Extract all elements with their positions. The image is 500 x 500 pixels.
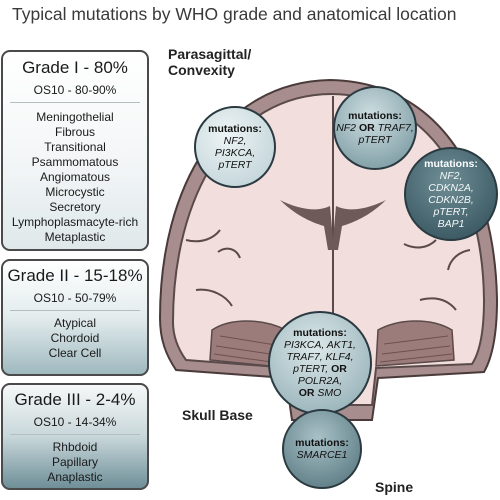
mutation-gene: POLR2A, <box>297 375 343 387</box>
mutation-bubble-parasagittal: mutations: NF2 OR TRAF7, pTERT <box>333 86 417 170</box>
mutation-gene-line: OR SMO <box>299 387 342 399</box>
subtype: Fibrous <box>54 125 95 139</box>
grade-2-header: Grade II - 15-18% <box>7 266 143 285</box>
grade-3-os10: OS10 - 14-34% <box>33 415 117 429</box>
mutation-bubble-skull-base: mutations: PI3KCA, AKT1, TRAF7, KLF4, pT… <box>268 311 372 415</box>
subtype: Meningothelial <box>36 110 114 124</box>
or-word: OR <box>298 387 315 399</box>
mutation-header: mutations: <box>208 123 262 135</box>
mutation-header: mutations: <box>293 327 347 339</box>
sulcus <box>217 247 241 259</box>
grade-2-divider <box>10 310 140 311</box>
sulcus <box>447 249 471 271</box>
subtype: Anaplastic <box>47 470 103 484</box>
mutation-gene: NF2, <box>439 170 463 182</box>
page-title: Typical mutations by WHO grade and anato… <box>12 4 457 24</box>
lateral-ventricles <box>280 200 386 250</box>
mutation-gene: TRAF7, KLF4, <box>286 351 354 363</box>
subtype: Psammomatous <box>31 155 119 169</box>
grade-2-os10: OS10 - 50-79% <box>33 291 117 305</box>
mutation-gene-line: pTERT, OR <box>293 363 347 375</box>
or-word: OR <box>358 122 375 134</box>
subtype: Papillary <box>51 455 99 469</box>
mutation-header: mutations: <box>348 110 402 122</box>
subtype: Microcystic <box>45 185 105 199</box>
mutation-bubble-convexity-right: mutations: NF2, CDKN2A, CDKN2B, pTERT, B… <box>404 147 498 241</box>
mutation-gene: PI3KCA, AKT1, <box>284 339 356 351</box>
cerebellum-fold <box>379 335 453 363</box>
sulcus <box>185 229 221 243</box>
subtype: Metaplastic <box>44 230 106 244</box>
grade-2-subtypes: Atypical Chordoid Clear Cell <box>3 316 147 361</box>
subtype: Rhbdoid <box>52 440 98 454</box>
subtype: Clear Cell <box>48 346 102 360</box>
subtype: Chordoid <box>50 331 100 345</box>
grade-1-header: Grade I - 80% <box>22 58 128 77</box>
or-word: OR <box>331 363 347 375</box>
mutation-gene: pTERT, <box>433 206 469 218</box>
mutation-header: mutations: <box>424 158 478 170</box>
label-parasagittal-line1: Parasagittal/ <box>168 46 252 62</box>
mutation-gene: SMO <box>317 387 342 399</box>
label-parasagittal-line2: Convexity <box>168 62 235 78</box>
grade-3-header: Grade III - 2-4% <box>14 390 136 409</box>
grade-1-panel: Grade I - 80% OS10 - 80-90% Meningotheli… <box>1 50 149 251</box>
subtype: Atypical <box>53 316 97 330</box>
grade-3-divider <box>10 434 140 435</box>
grade-3-subtypes: Rhbdoid Papillary Anaplastic <box>3 440 147 485</box>
mutation-gene-line: NF2 OR TRAF7, <box>336 122 414 134</box>
label-skull-base: Skull Base <box>182 407 253 423</box>
grade-3-panel: Grade III - 2-4% OS10 - 14-34% Rhbdoid P… <box>1 383 149 490</box>
subtype: Secretory <box>49 200 101 214</box>
mutation-bubble-convexity-left: mutations: NF2, PI3KCA, pTERT <box>194 106 276 188</box>
sulcus <box>403 239 437 249</box>
mutation-gene: BAP1 <box>437 218 465 230</box>
mutation-header: mutations: <box>295 437 349 449</box>
mutation-gene: NF2 <box>336 122 357 134</box>
mutation-gene: NF2, <box>223 135 247 147</box>
subtype: Lymphoplasmacyte-rich <box>11 215 139 229</box>
label-spine: Spine <box>375 479 414 495</box>
sulcus <box>419 297 457 311</box>
mutation-gene: pTERT, <box>293 363 329 375</box>
grade-1-subtypes: Meningothelial Fibrous Transitional Psam… <box>3 110 147 245</box>
label-parasagittal: Parasagittal/ Convexity <box>168 46 251 78</box>
mutation-gene: pTERT <box>358 134 392 146</box>
subtype: Transitional <box>44 140 106 154</box>
cerebellum-right <box>375 320 455 367</box>
mutation-gene: pTERT <box>218 159 252 171</box>
mutation-gene: CDKN2A, <box>428 182 474 194</box>
mutation-bubble-spine: mutations: SMARCE1 <box>282 409 362 489</box>
mutation-gene: CDKN2B, <box>428 194 474 206</box>
mutation-gene: TRAF7, <box>377 122 414 134</box>
mutation-gene: SMARCE1 <box>296 449 348 461</box>
mutation-gene: PI3KCA, <box>214 147 256 159</box>
sulcus <box>195 288 233 307</box>
grade-2-panel: Grade II - 15-18% OS10 - 50-79% Atypical… <box>1 259 149 376</box>
subtype: Angiomatous <box>39 170 111 184</box>
grade-1-os10: OS10 - 80-90% <box>33 83 117 97</box>
grade-1-divider <box>10 102 140 103</box>
